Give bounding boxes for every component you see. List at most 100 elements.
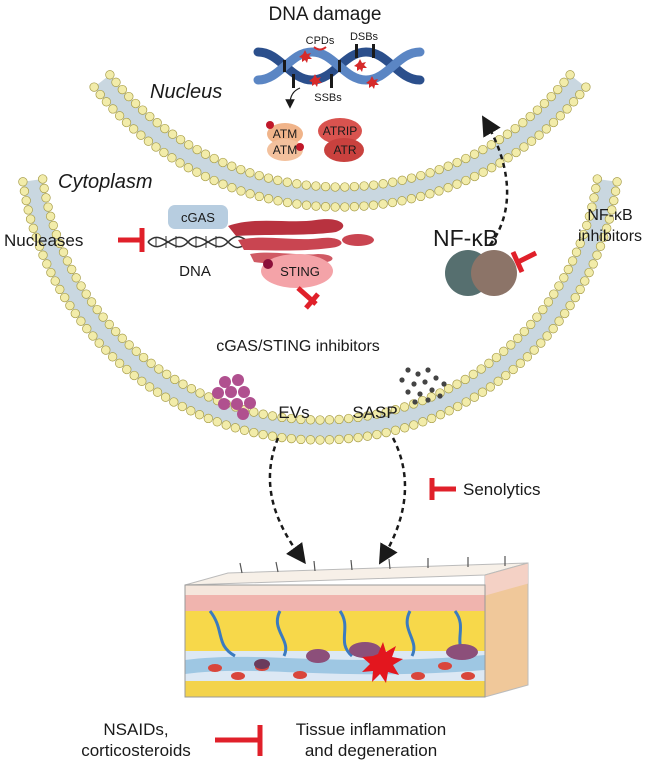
- lipid-head: [258, 409, 268, 419]
- dna-strand-icon: [147, 235, 247, 249]
- nucleus-label: Nucleus: [150, 81, 222, 103]
- lipid-head: [114, 111, 125, 121]
- lipid-head: [513, 333, 523, 343]
- diagram-title: DNA damage: [268, 4, 381, 25]
- sasp-particle: [425, 397, 431, 403]
- lipid-head: [610, 186, 621, 196]
- lipid-head: [469, 149, 480, 159]
- lipid-head: [562, 104, 572, 114]
- sting-label: STING: [280, 264, 320, 279]
- lipid-head: [124, 91, 134, 102]
- lipid-head: [104, 319, 114, 330]
- sasp-particle: [412, 399, 418, 405]
- lipid-head: [372, 409, 382, 419]
- lipid-head: [286, 413, 297, 424]
- lipid-head: [575, 89, 585, 100]
- lipid-head: [532, 105, 543, 115]
- lipid-head: [425, 168, 435, 178]
- lipid-head: [434, 186, 444, 196]
- nfkb-inhibitors-label-1: NF-κB: [587, 207, 632, 224]
- lipid-head: [539, 98, 550, 109]
- lipid-head: [267, 411, 278, 421]
- lipid-head: [227, 161, 237, 171]
- lipid-head: [324, 415, 335, 425]
- lipid-head: [192, 167, 202, 177]
- lipid-head: [340, 182, 350, 192]
- lipid-head: [58, 247, 69, 257]
- lipid-head: [65, 300, 75, 311]
- lipid-head: [122, 364, 132, 375]
- lipid-head: [324, 435, 335, 445]
- lipid-head: [330, 182, 340, 192]
- dna-label: DNA: [179, 263, 211, 280]
- lipid-head: [101, 345, 111, 355]
- lipid-head: [381, 407, 391, 417]
- lipid-head: [390, 405, 401, 415]
- lipid-head: [86, 297, 97, 307]
- lipid-head: [434, 164, 444, 175]
- lipid-head: [263, 194, 274, 204]
- lipid-head: [588, 259, 598, 269]
- lipid-head: [108, 104, 118, 114]
- lipid-head: [522, 352, 533, 362]
- lipid-head: [45, 211, 56, 221]
- lipid-head: [559, 273, 569, 283]
- lipid-head: [175, 134, 186, 145]
- lipid-head: [609, 195, 619, 206]
- lipid-head: [67, 264, 77, 275]
- lipid-head: [273, 196, 283, 206]
- lipid-head: [477, 387, 488, 397]
- lipid-head: [137, 376, 147, 386]
- lipid-head: [387, 197, 398, 208]
- lipid-head: [581, 82, 591, 92]
- lipid-head: [98, 312, 108, 322]
- lipid-head: [204, 392, 214, 402]
- lipid-head: [378, 179, 388, 189]
- lipid-head: [23, 205, 33, 215]
- lipid-head: [254, 191, 264, 202]
- sasp-particle: [429, 387, 435, 393]
- sting-blob: [261, 254, 333, 288]
- lipid-head: [320, 202, 331, 212]
- lipid-head: [334, 434, 344, 445]
- lipid-head: [21, 195, 31, 206]
- lipid-head: [372, 429, 382, 440]
- lipid-head: [478, 167, 488, 177]
- nfkb-inhibitors-label-2: inhibitors: [578, 228, 642, 245]
- lipid-head: [159, 147, 169, 158]
- lipid-head: [107, 352, 118, 362]
- lipid-head: [236, 186, 246, 196]
- lipid-head: [301, 180, 311, 190]
- lipid-head: [546, 91, 556, 102]
- lipid-head: [381, 427, 391, 438]
- lipid-head: [563, 264, 573, 275]
- lipid-head: [518, 118, 528, 128]
- sasp-particle: [405, 389, 411, 395]
- lipid-head: [532, 312, 542, 322]
- lipid-head: [493, 376, 503, 386]
- lipid-head: [145, 111, 155, 122]
- lipid-head: [570, 292, 580, 303]
- cgas-sting-inhibitor-symbol: [296, 286, 320, 310]
- atm-label-2: ATM: [273, 143, 297, 157]
- lipid-head: [245, 168, 255, 178]
- lipid-head: [130, 98, 141, 109]
- lipid-head: [494, 134, 505, 145]
- lipid-head: [170, 374, 180, 385]
- dna-helix-icon: [253, 44, 425, 89]
- lipid-head: [519, 326, 529, 337]
- lipid-head: [105, 70, 115, 80]
- evs-to-tissue-arrow: [268, 437, 306, 565]
- lipid-head: [25, 214, 36, 224]
- lipid-head: [334, 414, 344, 425]
- ssbs-label: SSBs: [314, 92, 342, 104]
- lipid-head: [249, 427, 259, 438]
- lipid-head: [406, 194, 417, 204]
- lipid-head: [469, 171, 480, 182]
- lipid-head: [249, 407, 259, 417]
- outcome-label-2: and degeneration: [305, 741, 437, 760]
- lipid-head: [183, 163, 193, 173]
- lipid-head: [487, 163, 497, 173]
- lipid-head: [34, 241, 45, 251]
